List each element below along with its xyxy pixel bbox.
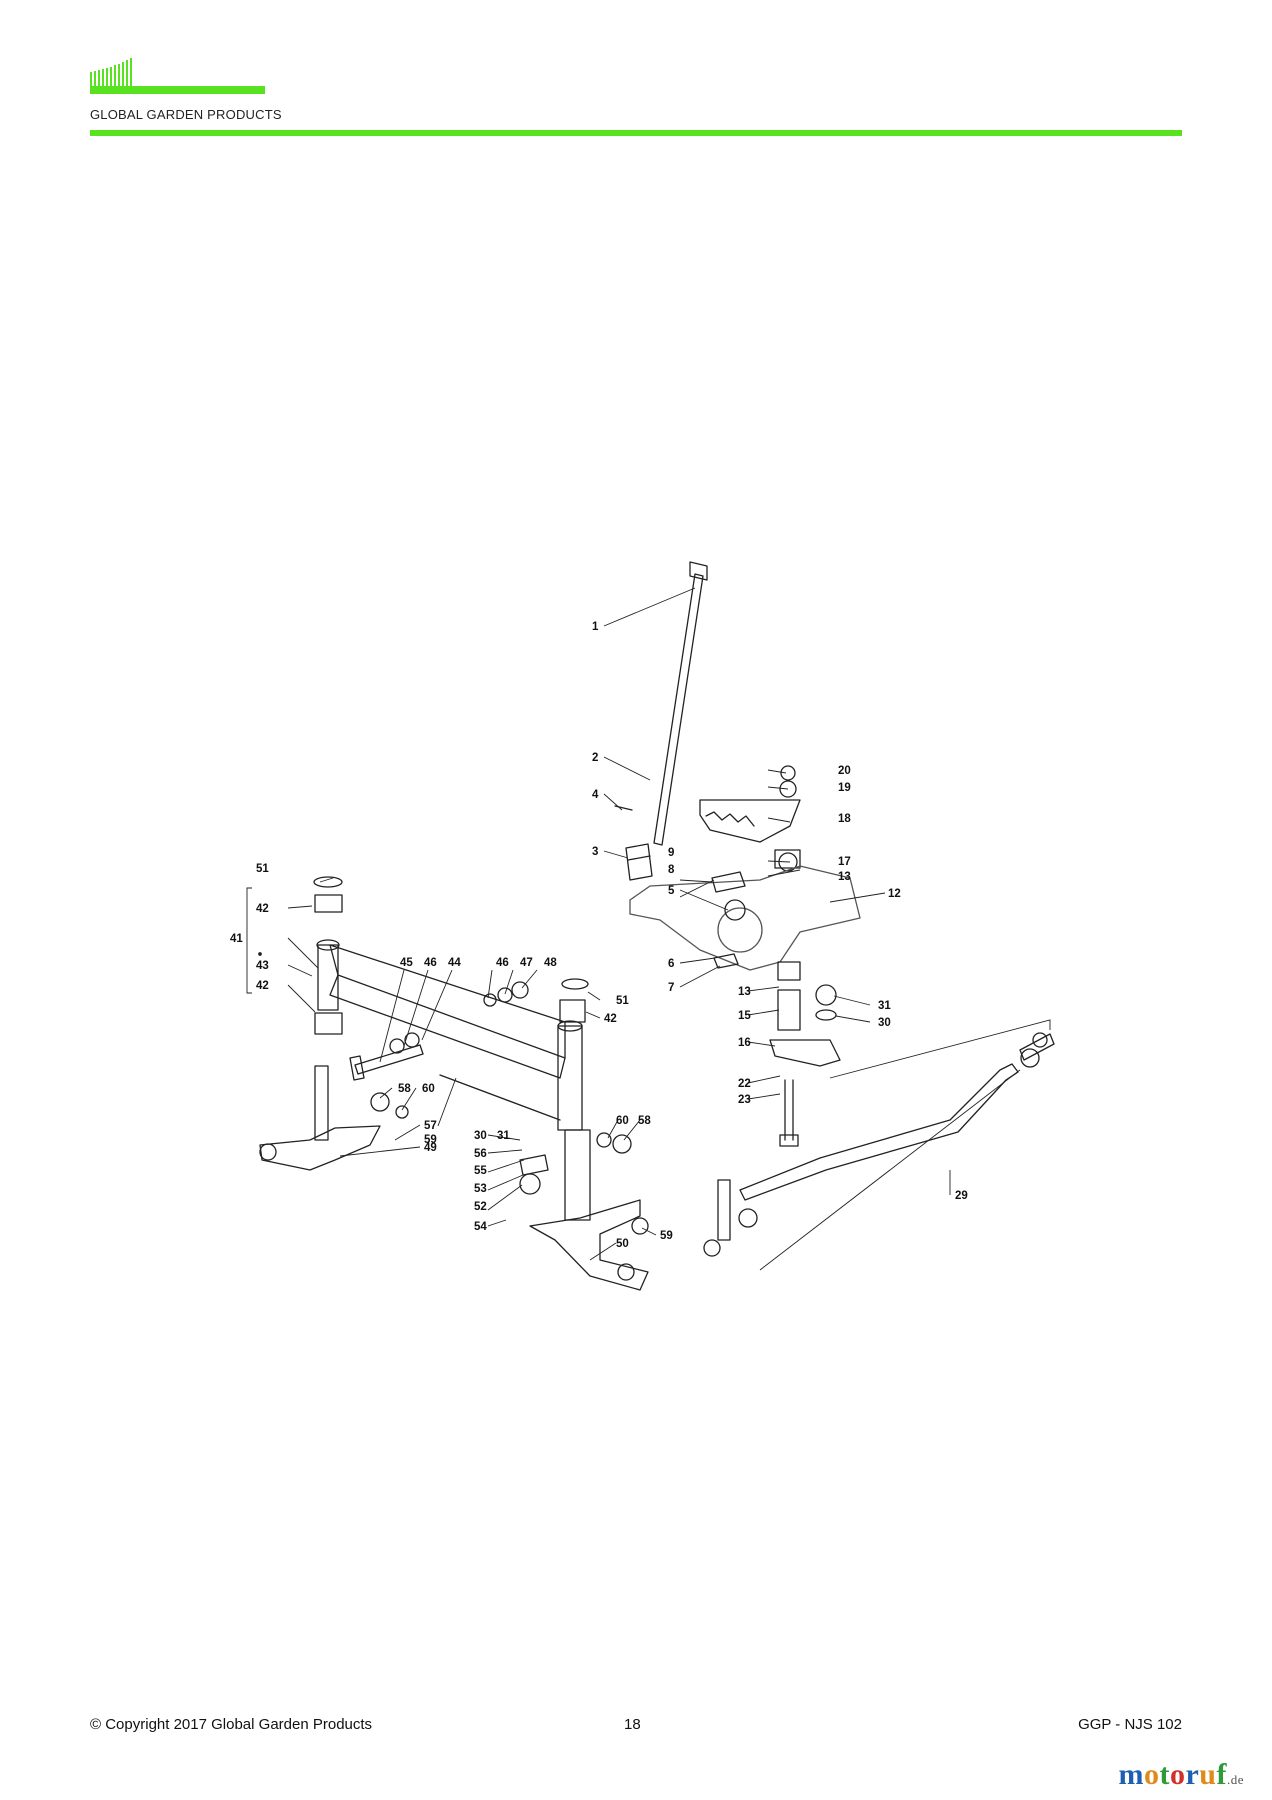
callout-17: 17 (838, 856, 851, 868)
wm-suffix: .de (1226, 1772, 1244, 1787)
callout-49: 49 (424, 1142, 437, 1154)
callout-41: 41 (230, 933, 243, 945)
tie-rod (703, 1032, 1055, 1257)
callout-44: 44 (448, 957, 461, 969)
callout-58a: 58 (398, 1083, 411, 1095)
callout-22: 22 (738, 1078, 751, 1090)
callout-23: 23 (738, 1094, 751, 1106)
callout-42b: 42 (256, 980, 269, 992)
steering-column (614, 561, 708, 881)
callout-31a: 31 (878, 1000, 891, 1012)
callout-50: 50 (616, 1238, 629, 1250)
brand-name: GLOBAL GARDEN PRODUCTS (90, 107, 282, 122)
callout-30a: 30 (878, 1017, 891, 1029)
callout-12: 12 (888, 888, 901, 900)
document-reference: GGP - NJS 102 (1078, 1716, 1182, 1733)
callout-7: 7 (668, 982, 674, 994)
callout-18: 18 (838, 813, 851, 825)
callout-16: 16 (738, 1037, 751, 1049)
callout-13a: 13 (838, 871, 851, 883)
company-logo-icon (90, 58, 265, 94)
callout-4: 4 (592, 789, 599, 801)
steering-sector (699, 765, 801, 872)
callout-54: 54 (474, 1221, 487, 1233)
page-number: 18 (624, 1716, 641, 1733)
callout-58b: 58 (638, 1115, 651, 1127)
copyright-notice: © Copyright 2017 Global Garden Products (90, 1716, 373, 1733)
motoruf-watermark: motoruf.de (1118, 1758, 1244, 1792)
callout-51a: 51 (256, 863, 269, 875)
callout-48: 48 (544, 957, 557, 969)
callout-2: 2 (592, 752, 598, 764)
callout-8: 8 (668, 864, 675, 876)
callout-53: 53 (474, 1183, 487, 1195)
callout-55: 55 (474, 1165, 487, 1177)
callout-5: 5 (668, 885, 675, 897)
callout-57: 57 (424, 1120, 437, 1132)
callout-46a: 46 (424, 957, 437, 969)
callout-52: 52 (474, 1201, 487, 1213)
callout-20: 20 (838, 765, 851, 777)
callout-47: 47 (520, 957, 533, 969)
right-spindle (519, 1129, 649, 1291)
pivot-bolt (349, 981, 561, 1121)
callout-31b: 31 (497, 1130, 510, 1142)
callout-29: 29 (955, 1190, 968, 1202)
wm-u: u (1199, 1758, 1217, 1791)
callout-3: 3 (592, 846, 598, 858)
plate-fixings (711, 871, 841, 1147)
callout-43: 43 (256, 960, 269, 972)
wm-t: t (1159, 1758, 1170, 1791)
group-bracket-41 (246, 887, 262, 994)
callout-9: 9 (668, 847, 674, 859)
header-divider (90, 130, 1182, 136)
callout-51b: 51 (616, 995, 629, 1007)
callout-6: 6 (668, 958, 674, 970)
wm-m: m (1118, 1758, 1144, 1791)
callout-30b: 30 (474, 1130, 487, 1142)
steering-plate (629, 865, 861, 971)
callout-46b: 46 (496, 957, 509, 969)
wm-o2: o (1169, 1758, 1186, 1791)
front-axle (313, 876, 589, 1131)
callout-60a: 60 (422, 1083, 435, 1095)
leader-lines (287, 587, 1051, 1271)
callout-56: 56 (474, 1148, 487, 1160)
callout-42a: 42 (256, 903, 269, 915)
wm-r: r (1185, 1758, 1200, 1791)
callout-59a: 59 (424, 1134, 437, 1146)
left-spindle (259, 1065, 409, 1171)
callout-19: 19 (838, 782, 851, 794)
callout-13b: 13 (738, 986, 751, 998)
callout-45: 45 (400, 957, 413, 969)
wm-f: f (1216, 1758, 1227, 1791)
callout-42c: 42 (604, 1013, 617, 1025)
callout-labels: 1 2 3 4 5 6 7 8 9 12 13 13 15 16 17 18 1… (230, 621, 968, 1250)
callout-15: 15 (738, 1010, 751, 1022)
wm-o1: o (1143, 1758, 1160, 1791)
callout-60b: 60 (616, 1115, 629, 1127)
callout-59b: 59 (660, 1230, 673, 1242)
callout-1: 1 (592, 621, 599, 633)
